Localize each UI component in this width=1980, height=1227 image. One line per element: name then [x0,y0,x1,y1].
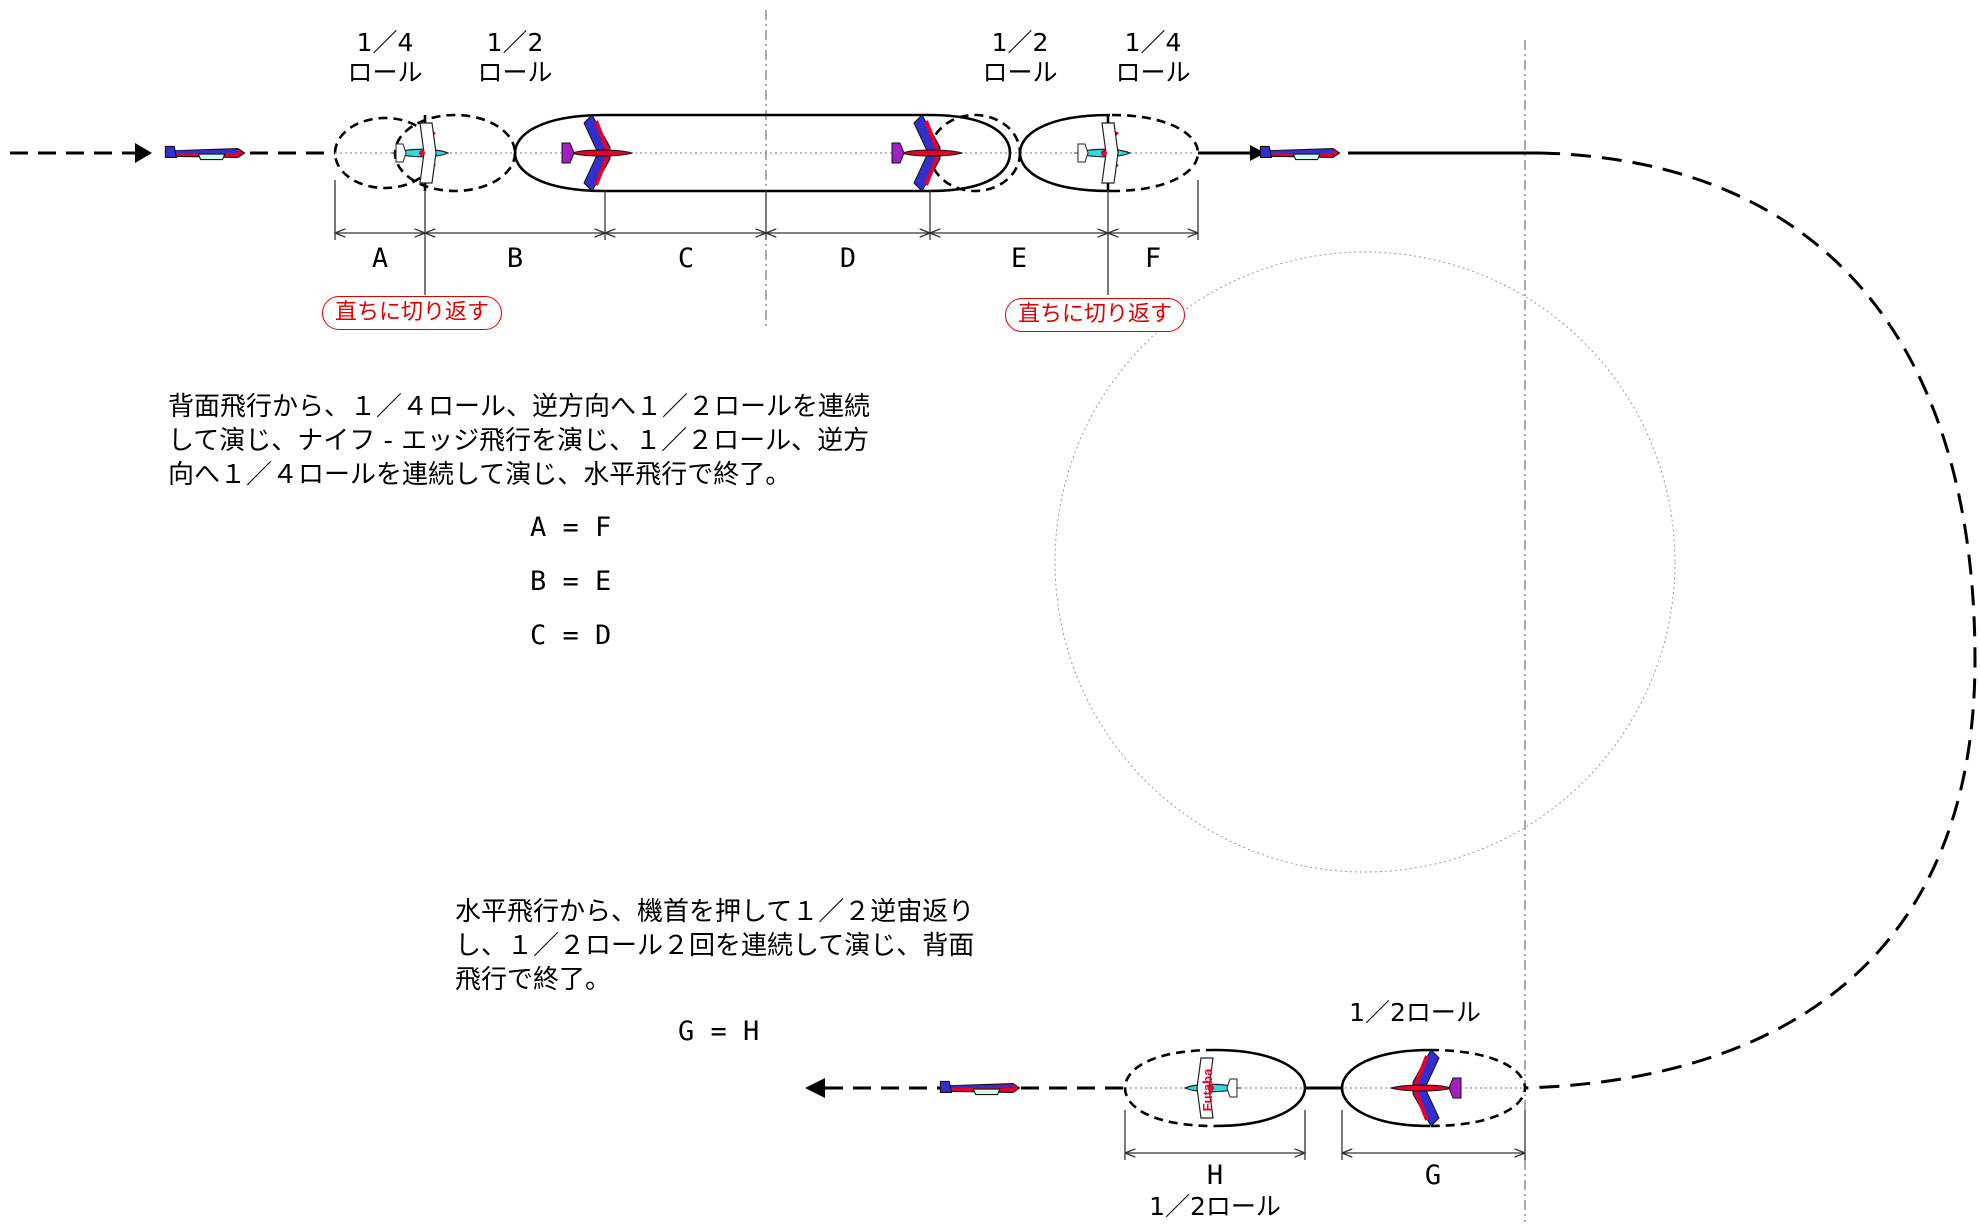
aircraft-side-view [164,145,246,161]
roll-label-half-g: 1／2ロール [1349,998,1481,1027]
segment-label-a: A [371,243,389,274]
equation-bottom-1: G = H [678,1016,760,1047]
reverse-callout-right: 直ちに切り返す [1005,298,1186,332]
top-dimension-lines [334,180,1199,295]
equation-top-3: C = D [530,620,612,651]
description-bottom: 水平飛行から、機首を押して１／２逆宙返り し、１／２ロール２回を連続して演じ、背… [455,897,975,995]
aircraft-top-view-a [391,122,449,184]
segment-label-e: E [1010,243,1028,274]
roll-label-half-h: 1／2ロール [1149,1192,1281,1221]
aircraft-roll-e [890,113,964,193]
aircraft-side-view-exit [1259,145,1341,161]
segment-label-f: F [1144,243,1162,274]
roll-label-half-left: 1／2 ロール [477,28,553,87]
roll-label-half-right: 1／2 ロール [982,28,1058,87]
segment-label-h: H [1206,1160,1224,1191]
roll-ellipse-h [1123,1048,1216,1128]
segment-label-c: C [677,243,695,274]
roll-ellipse-f [1018,113,1112,193]
roll-label-quarter-left: 1／4 ロール [347,28,423,87]
equation-top-2: B = E [530,566,612,597]
half-loop-path [1524,151,1977,1090]
segment-label-b: B [506,243,524,274]
equation-top-1: A = F [530,512,612,543]
aircraft-logo: Futaba [1200,1068,1215,1111]
aircraft-side-view-bottom [939,1080,1021,1096]
aircraft-roll-b [560,113,634,193]
roll-ellipse-g [1340,1048,1431,1128]
segment-label-d: D [839,243,857,274]
bottom-dimension-lines [1124,1110,1526,1160]
aircraft-roll-g [1389,1048,1463,1128]
bottom-exit-arrowhead [805,1078,825,1098]
roll-ellipse-f-dashed [1111,113,1200,193]
aircraft-top-view-f [1073,122,1131,184]
roll-label-quarter-right: 1／4 ロール [1115,28,1191,87]
description-top: 背面飛行から、１／４ロール、逆方向へ１／２ロールを連続 して演じ、ナイフ - エ… [168,392,871,490]
segment-label-g: G [1424,1160,1442,1191]
exit-arrowhead [1250,145,1265,161]
reverse-callout-left: 直ちに切り返す [322,296,503,330]
entry-arrowhead [135,143,152,163]
guide-circle [1054,251,1676,873]
